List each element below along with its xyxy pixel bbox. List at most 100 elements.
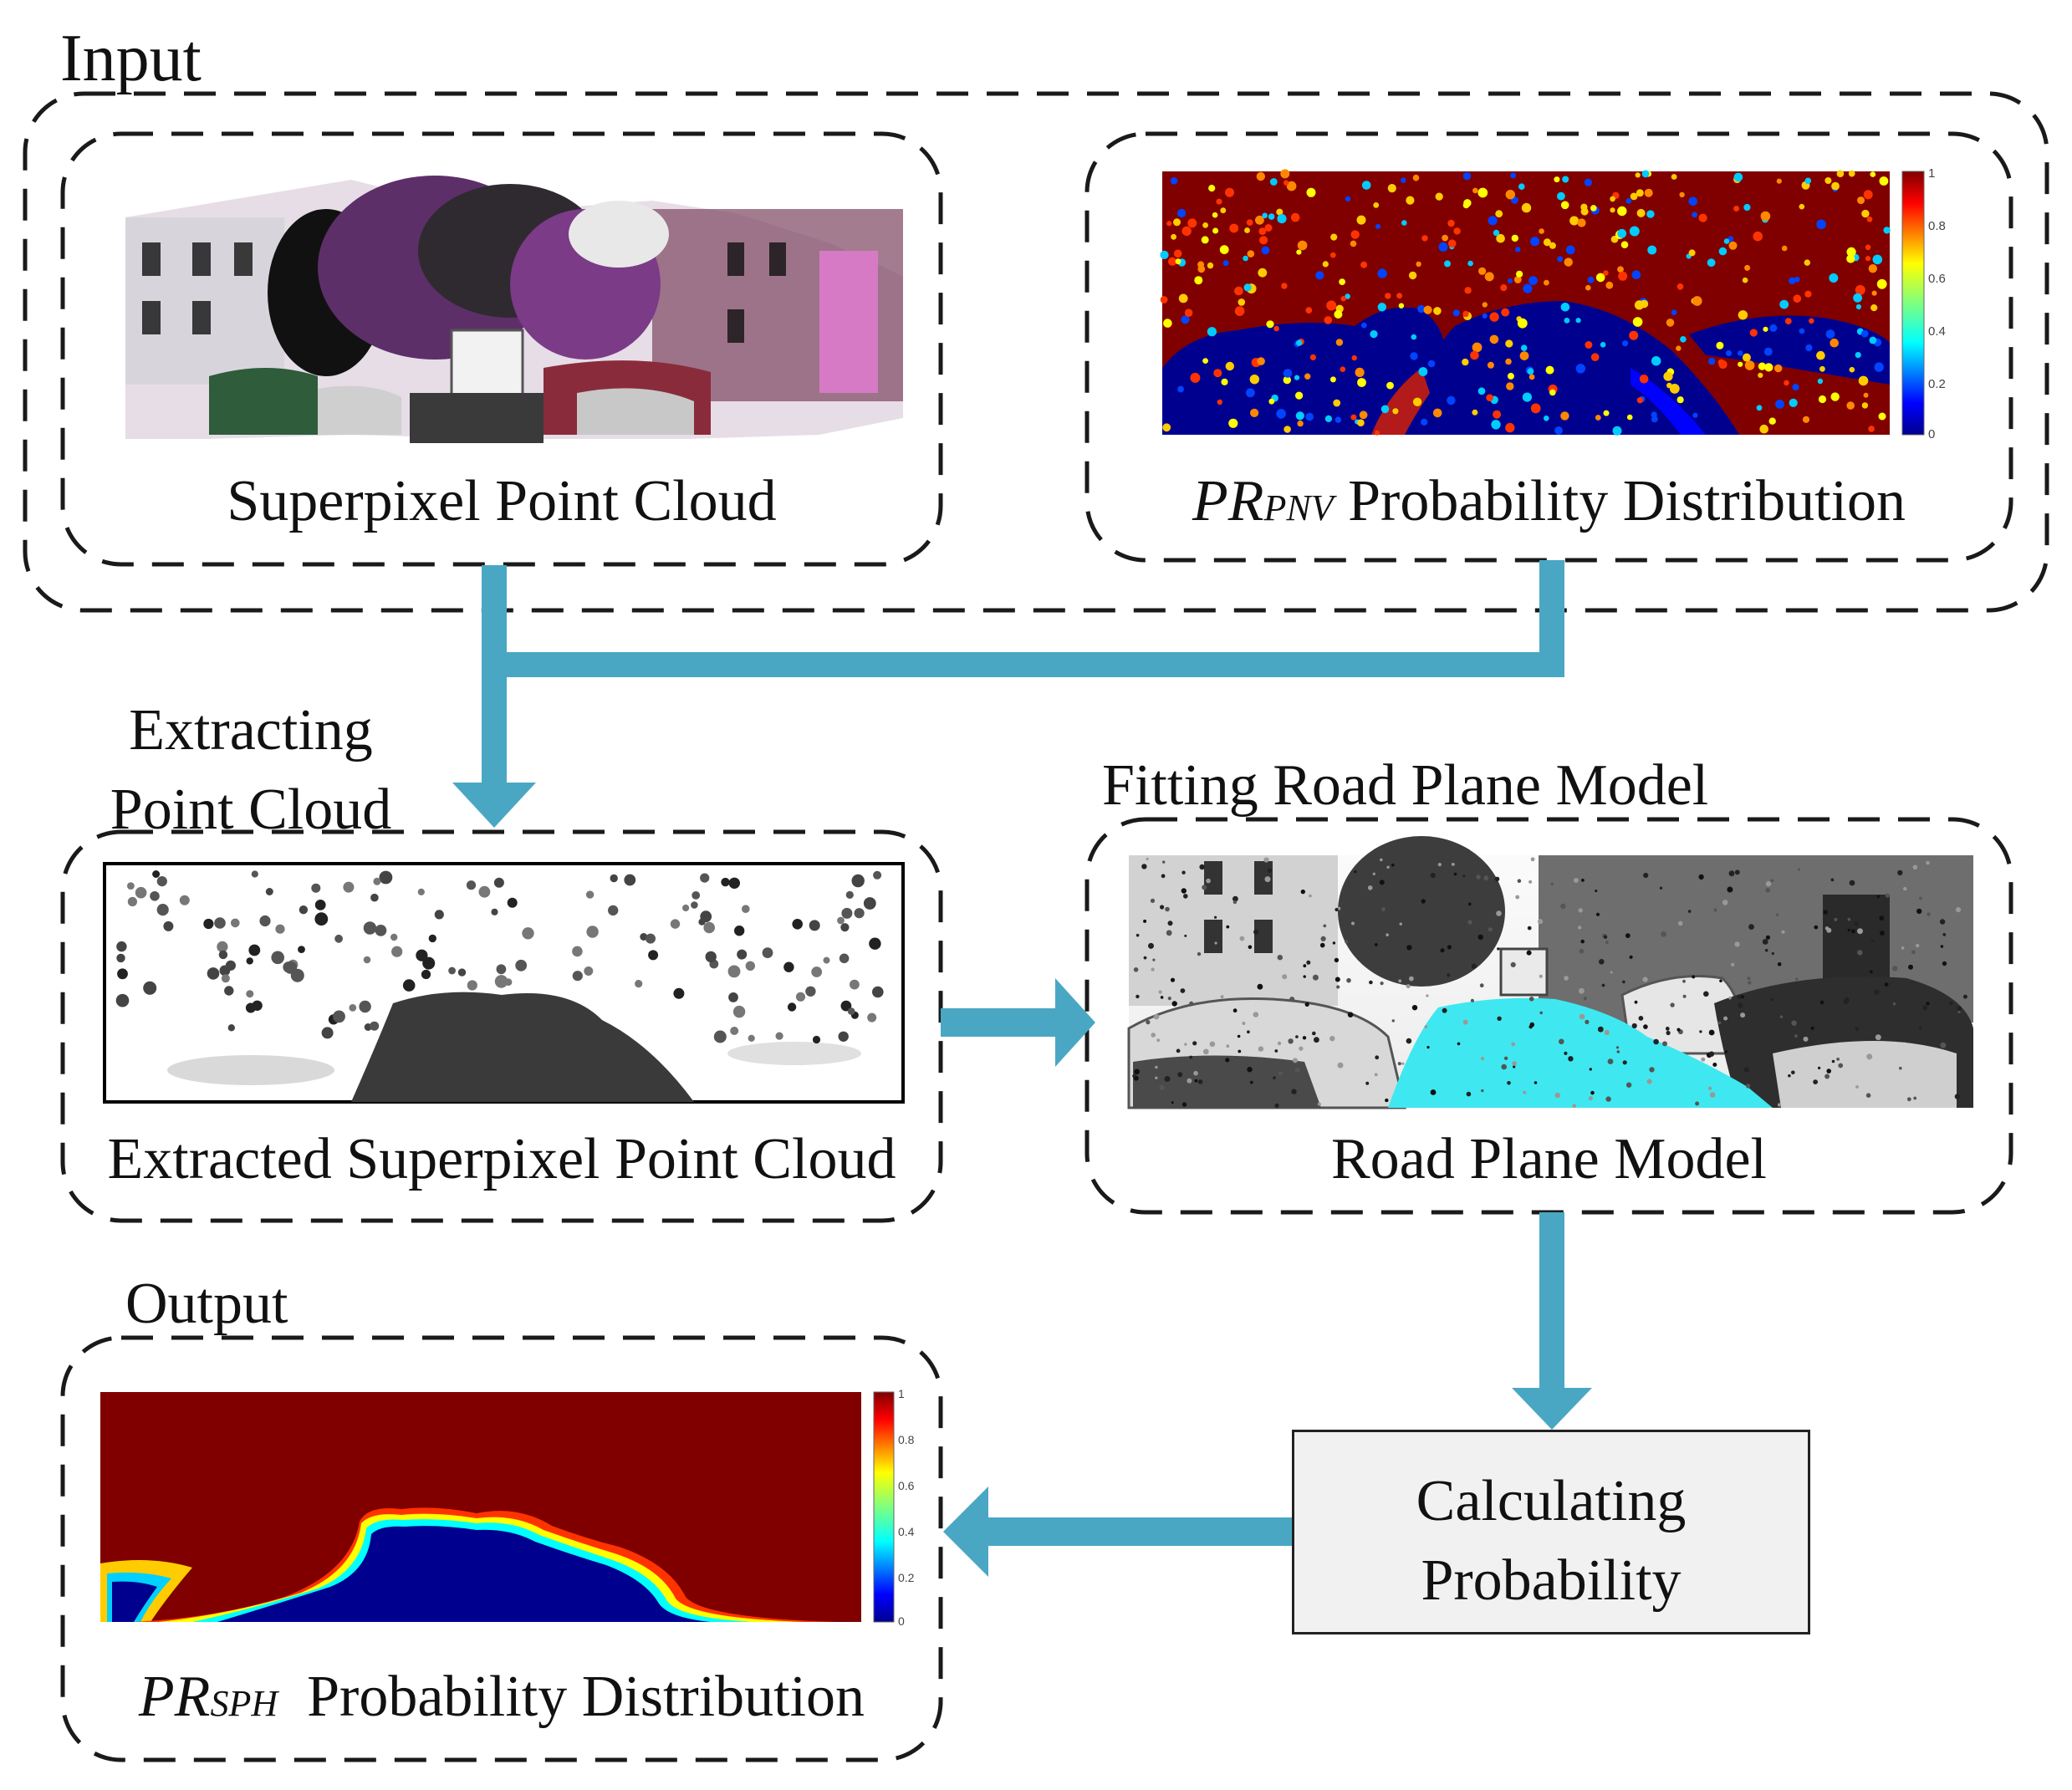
texture-dot	[1350, 414, 1357, 421]
texture-dot	[1212, 212, 1218, 218]
texture-dot	[1197, 1079, 1203, 1084]
texture-dot	[1585, 1019, 1590, 1024]
texture-dot	[1836, 1058, 1840, 1061]
texture-dot	[1805, 344, 1813, 352]
texture-dot	[1740, 995, 1744, 999]
texture-dot	[265, 888, 273, 895]
texture-dot	[116, 941, 127, 952]
texture-dot	[1527, 368, 1534, 375]
texture-dot	[1511, 1042, 1516, 1047]
texture-dot	[1442, 1007, 1447, 1013]
texture-dot	[1177, 208, 1187, 218]
texture-dot	[1854, 920, 1860, 926]
arrow-down-icon	[1512, 1388, 1592, 1430]
texture-dot	[730, 1027, 739, 1035]
texture-dot	[1813, 1079, 1819, 1084]
texture-dot	[1520, 344, 1528, 352]
texture-dot	[1335, 977, 1340, 982]
texture-dot	[1742, 277, 1748, 283]
texture-dot	[1173, 218, 1181, 227]
texture-dot	[1819, 365, 1825, 372]
texture-dot	[795, 992, 806, 1002]
texture-dot	[1501, 1063, 1507, 1070]
texture-dot	[1725, 349, 1733, 357]
texture-dot	[1590, 1090, 1595, 1095]
texture-dot	[811, 966, 823, 977]
texture-dot	[1560, 411, 1569, 421]
texture-dot	[1789, 398, 1798, 407]
texture-dot	[1314, 1037, 1319, 1043]
texture-dot	[713, 1030, 727, 1043]
texture-dot	[1603, 935, 1608, 939]
texture-dot	[1957, 1010, 1961, 1013]
texture-dot	[1826, 1068, 1831, 1073]
texture-dot	[1747, 977, 1751, 981]
texture-dot	[1178, 293, 1188, 303]
texture-dot	[1277, 214, 1287, 224]
texture-dot	[572, 946, 583, 957]
texture-dot	[1295, 411, 1304, 421]
texture-dot	[1692, 296, 1702, 306]
flow-connector-left	[978, 1517, 1292, 1546]
texture-dot	[1745, 1084, 1751, 1089]
texture-dot	[1564, 318, 1570, 324]
texture-dot	[1340, 296, 1346, 302]
texture-dot	[1640, 299, 1649, 309]
texture-dot	[1357, 419, 1365, 427]
texture-dot	[1391, 1019, 1396, 1022]
texture-dot	[1136, 994, 1140, 999]
texture-dot	[1184, 309, 1193, 318]
texture-dot	[1306, 187, 1316, 197]
texture-dot	[283, 961, 298, 974]
texture-dot	[1577, 218, 1586, 227]
texture-dot	[1641, 170, 1650, 178]
texture-dot	[1605, 281, 1614, 289]
texture-dot	[1339, 278, 1345, 285]
texture-dot	[1173, 249, 1182, 258]
texture-dot	[1866, 216, 1873, 222]
texture-dot	[1175, 258, 1181, 265]
texture-dot	[1528, 1025, 1533, 1029]
texture-dot	[775, 1032, 783, 1040]
texture-dot	[586, 926, 599, 938]
texture-dot	[1734, 941, 1740, 947]
texture-dot	[1550, 882, 1554, 885]
texture-dot	[1258, 268, 1268, 278]
texture-dot	[117, 968, 128, 980]
texture-dot	[1370, 330, 1378, 339]
texture-dot	[1277, 1041, 1282, 1046]
texture-dot	[1283, 369, 1293, 378]
texture-dot	[143, 981, 157, 995]
texture-dot	[1151, 967, 1155, 971]
texture-dot	[1242, 1022, 1246, 1025]
arrow-down-icon	[452, 783, 536, 828]
texture-dot	[1357, 378, 1366, 387]
texture-dot	[1309, 894, 1312, 898]
texture-dot	[1253, 929, 1259, 935]
texture-dot	[805, 986, 816, 997]
texture-dot	[1401, 220, 1407, 226]
texture-dot	[1762, 939, 1768, 945]
texture-dot	[700, 873, 710, 883]
texture-dot	[792, 919, 803, 930]
texture-dot	[1517, 879, 1522, 883]
texture-dot	[1291, 1089, 1297, 1094]
texture-dot	[1768, 417, 1776, 425]
texture-dot	[1212, 227, 1219, 234]
input-group-border	[23, 91, 2049, 613]
texture-dot	[1184, 1043, 1187, 1046]
texture-dot	[1482, 313, 1488, 319]
texture-dot	[635, 980, 643, 988]
texture-dot	[1346, 977, 1351, 983]
texture-dot	[1763, 326, 1768, 332]
texture-dot	[467, 980, 477, 991]
texture-dot	[1220, 995, 1224, 999]
texture-dot	[1495, 210, 1503, 218]
sph-caption-main: PR	[138, 1665, 211, 1729]
texture-dot	[1481, 1057, 1485, 1061]
texture-dot	[1517, 318, 1528, 329]
texture-dot	[1579, 948, 1585, 954]
texture-dot	[1289, 997, 1295, 1002]
texture-dot	[1256, 171, 1266, 181]
texture-dot	[1727, 886, 1733, 893]
